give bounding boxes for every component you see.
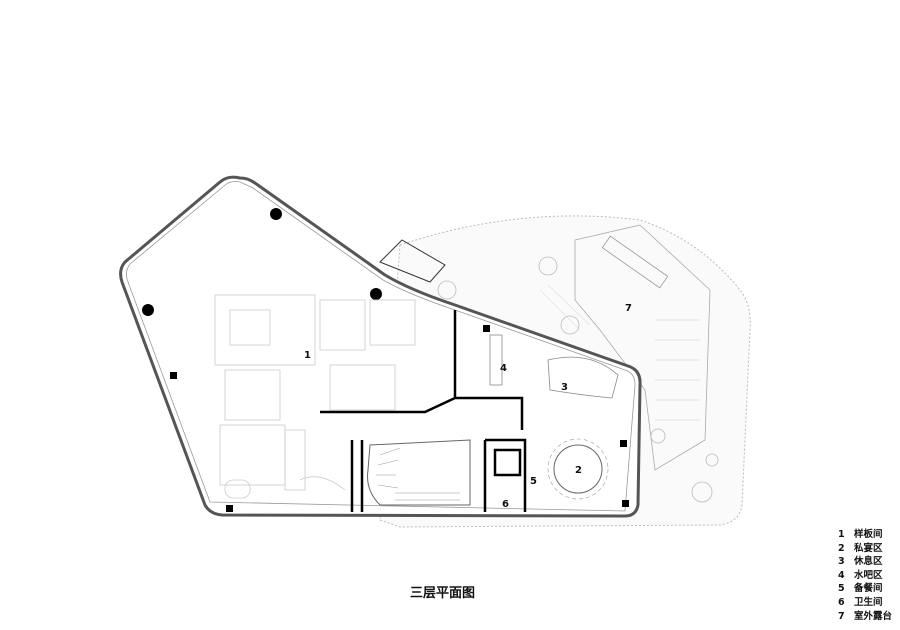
legend-name: 室外露台 <box>854 610 893 622</box>
legend-item: 2 私宴区 <box>838 542 892 556</box>
legend-item: 6 卫生间 <box>838 596 892 610</box>
terrace-deck <box>574 224 711 471</box>
legend-num: 1 <box>838 529 845 540</box>
legend-num: 5 <box>838 583 845 595</box>
legend-num: 6 <box>838 596 845 608</box>
sample-room-furniture <box>214 294 416 499</box>
room-label-6: 6 <box>502 499 509 510</box>
legend-item: 5 备餐间 <box>838 582 892 596</box>
stair-treads <box>376 447 460 501</box>
staircase <box>367 439 471 506</box>
lounge-sofa <box>547 356 619 399</box>
room-label-2: 2 <box>575 465 582 476</box>
legend-item: 7 室外露台 <box>838 610 892 624</box>
legend: 1 样板间 2 私宴区 3 休息区 4 水吧区 5 备餐间 6 卫生间 7 室外露台 <box>838 528 892 623</box>
room-label-7: 7 <box>625 303 632 314</box>
legend-name: 备餐间 <box>854 583 883 595</box>
room-label-3: 3 <box>561 382 568 393</box>
legend-name: 水吧区 <box>854 569 883 581</box>
water-bar-counter <box>489 334 503 386</box>
legend-item: 3 休息区 <box>838 555 892 569</box>
deck-lines <box>539 284 700 421</box>
balcony-canopy <box>379 239 446 283</box>
legend-num: 3 <box>838 556 845 568</box>
interior-walls <box>320 310 527 512</box>
legend-num: 2 <box>838 542 845 554</box>
dining-table <box>553 444 603 494</box>
room-label-5: 5 <box>530 476 537 487</box>
legend-num: 7 <box>838 610 845 622</box>
legend-name: 私宴区 <box>854 542 883 554</box>
room-label-1: 1 <box>304 350 311 361</box>
trees <box>437 256 719 503</box>
columns <box>142 208 629 512</box>
legend-name: 样板间 <box>854 529 883 540</box>
legend-name: 休息区 <box>854 556 883 568</box>
legend-item: 4 水吧区 <box>838 569 892 583</box>
building-outline <box>119 175 642 518</box>
legend-name: 卫生间 <box>854 596 883 608</box>
legend-item: 1 样板间 <box>838 528 892 542</box>
legend-num: 4 <box>838 569 845 581</box>
room-label-4: 4 <box>500 363 507 374</box>
terrace-table <box>601 235 669 289</box>
plan-title: 三层平面图 <box>410 586 476 601</box>
